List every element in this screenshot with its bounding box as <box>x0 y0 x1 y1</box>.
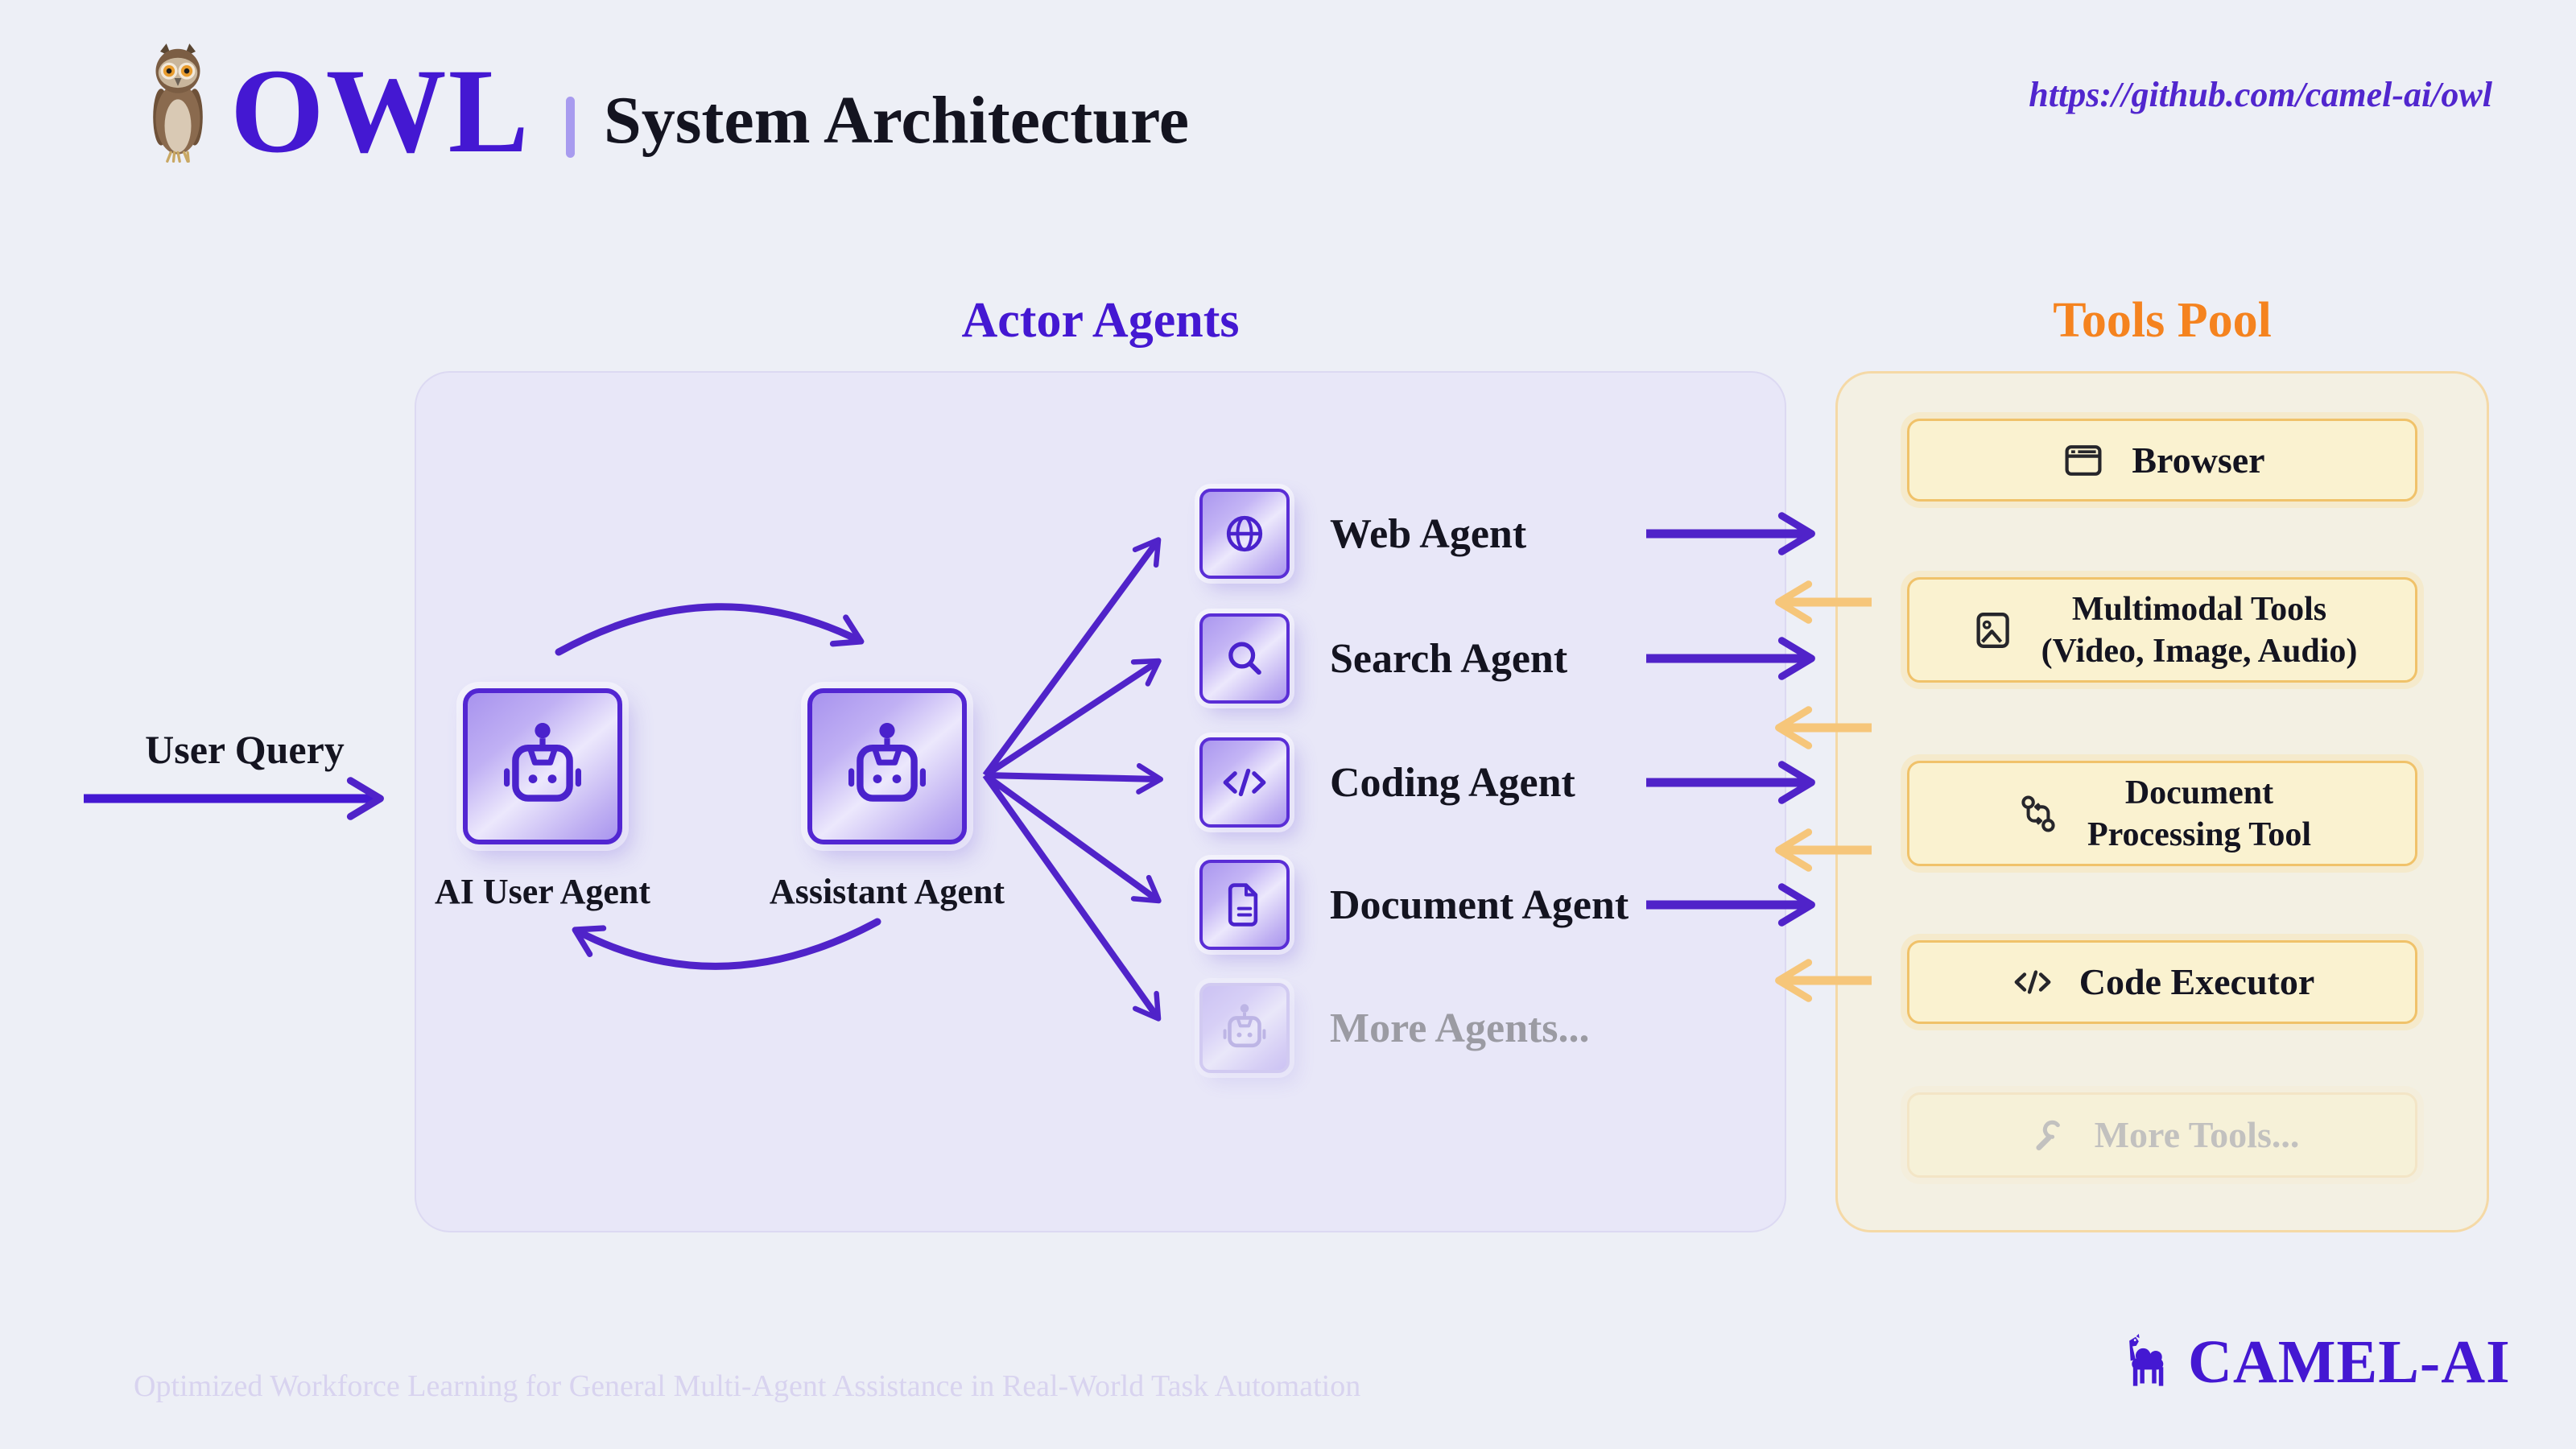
more-agents-tile <box>1199 983 1290 1073</box>
search-agent-tile <box>1199 613 1290 704</box>
camel-icon <box>2129 1333 2164 1386</box>
multimodal-tool-label-line2: (Video, Image, Audio) <box>2041 632 2358 670</box>
browser-tool-card: Browser <box>1907 419 2417 502</box>
more-agents-label: More Agents... <box>1330 1005 1590 1051</box>
web-agent-label: Web Agent <box>1330 510 1527 557</box>
globe-icon <box>1226 515 1263 552</box>
github-link[interactable]: https://github.com/camel-ai/owl <box>2029 75 2492 114</box>
actor-agents-title: Actor Agents <box>961 293 1240 348</box>
web-agent-tile <box>1199 489 1290 579</box>
document-processing-tool-card: Document Processing Tool <box>1907 761 2417 866</box>
document-processing-label-line1: Document <box>2124 774 2274 811</box>
more-tools-label: More Tools... <box>2094 1114 2300 1155</box>
code-executor-tool-card: Code Executor <box>1907 940 2417 1024</box>
coding-agent-label: Coding Agent <box>1330 759 1575 806</box>
code-icon <box>1223 768 1266 797</box>
brand-name: CAMEL-AI <box>2188 1327 2511 1396</box>
browser-icon <box>2065 444 2102 476</box>
robot-icon <box>1223 1004 1266 1048</box>
wrench-icon <box>2036 1120 2060 1151</box>
more-tools-card: More Tools... <box>1907 1092 2417 1178</box>
ai-user-agent-label: AI User Agent <box>434 872 651 911</box>
document-agent-label: Document Agent <box>1330 881 1629 928</box>
page-title: System Architecture <box>604 83 1190 158</box>
tools-pool-title: Tools Pool <box>2053 293 2272 348</box>
image-icon <box>1976 612 2009 648</box>
coding-agent-tile <box>1199 737 1290 828</box>
multimodal-tool-label-line1: Multimodal Tools <box>2071 590 2327 628</box>
document-agent-tile <box>1199 860 1290 950</box>
document-icon <box>1228 883 1258 927</box>
assistant-agent-label: Assistant Agent <box>769 872 1005 911</box>
camel-ai-brand: CAMEL-AI <box>2116 1325 2511 1399</box>
assistant-agent-card <box>807 688 967 844</box>
app-logo-text: OWL <box>230 44 530 178</box>
document-processing-label-line2: Processing Tool <box>2087 815 2312 853</box>
code-executor-label: Code Executor <box>2079 961 2315 1002</box>
robot-icon <box>848 723 926 802</box>
footer-tagline: Optimized Workforce Learning for General… <box>134 1369 1361 1403</box>
robot-icon <box>504 723 581 802</box>
search-agent-label: Search Agent <box>1330 635 1568 682</box>
search-icon <box>1228 642 1261 675</box>
user-query-label: User Query <box>145 727 345 772</box>
multimodal-tool-card: Multimodal Tools (Video, Image, Audio) <box>1907 577 2417 683</box>
header-divider <box>566 97 575 158</box>
owl-icon <box>153 43 203 163</box>
ai-user-agent-card <box>463 688 622 844</box>
code-icon <box>2014 970 2051 994</box>
browser-tool-label: Browser <box>2132 439 2265 481</box>
document-flow-icon <box>2021 795 2055 832</box>
